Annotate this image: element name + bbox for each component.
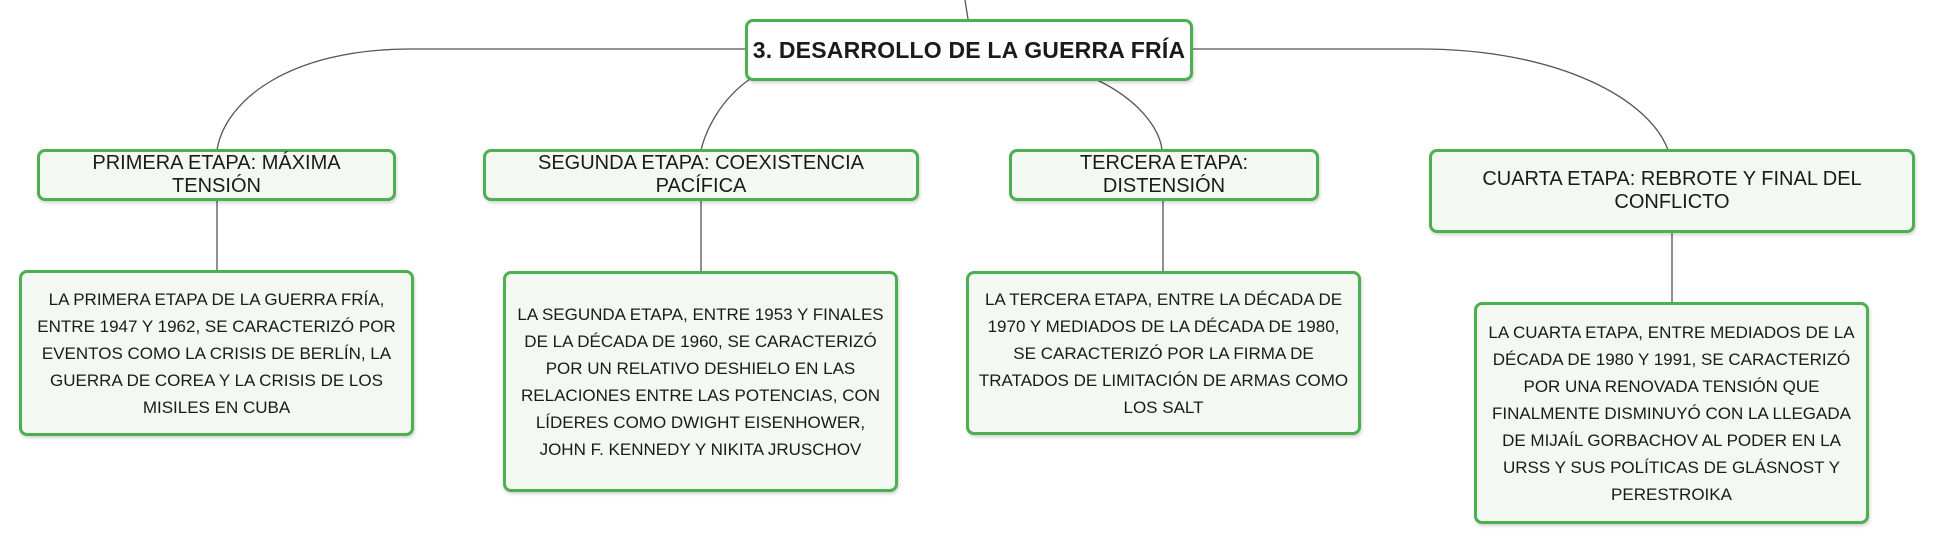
stage-3-description: LA TERCERA ETAPA, ENTRE LA DÉCADA DE 197… <box>978 289 1349 417</box>
stage-2-title: SEGUNDA ETAPA: COEXISTENCIA PACÍFICA <box>538 152 864 197</box>
stage-2-node[interactable]: SEGUNDA ETAPA: COEXISTENCIA PACÍFICA <box>483 149 919 201</box>
root-topic-label: 3. DESARROLLO DE LA GUERRA FRÍA <box>752 36 1186 63</box>
stage-1-title: PRIMERA ETAPA: MÁXIMA TENSIÓN <box>92 152 341 197</box>
stage-4-description-node[interactable]: LA CUARTA ETAPA, ENTRE MEDIADOS DE LA DÉ… <box>1474 302 1869 524</box>
stage-3-description-node[interactable]: LA TERCERA ETAPA, ENTRE LA DÉCADA DE 197… <box>966 271 1361 435</box>
stage-4-description: LA CUARTA ETAPA, ENTRE MEDIADOS DE LA DÉ… <box>1488 322 1855 504</box>
stage-1-description: LA PRIMERA ETAPA DE LA GUERRA FRÍA, ENTR… <box>37 289 396 417</box>
root-topic[interactable]: 3. DESARROLLO DE LA GUERRA FRÍA <box>745 19 1193 81</box>
connector-root-stage-4 <box>1193 48 1669 151</box>
stage-2-description-node[interactable]: LA SEGUNDA ETAPA, ENTRE 1953 Y FINALES D… <box>503 271 898 492</box>
stage-1-node[interactable]: PRIMERA ETAPA: MÁXIMA TENSIÓN <box>37 149 396 201</box>
stage-4-title: CUARTA ETAPA: REBROTE Y FINAL DEL CONFLI… <box>1482 168 1862 213</box>
connector-root-stage-1 <box>216 48 745 151</box>
stage-1-description-node[interactable]: LA PRIMERA ETAPA DE LA GUERRA FRÍA, ENTR… <box>19 270 414 436</box>
stage-4-node[interactable]: CUARTA ETAPA: REBROTE Y FINAL DEL CONFLI… <box>1429 149 1915 233</box>
connector-root-stage-3 <box>1094 78 1163 151</box>
stage-3-node[interactable]: TERCERA ETAPA: DISTENSIÓN <box>1009 149 1319 201</box>
connector-root-stage-2 <box>700 78 751 151</box>
connector-parent-root <box>964 0 969 20</box>
stage-3-title: TERCERA ETAPA: DISTENSIÓN <box>1079 152 1249 197</box>
stage-2-description: LA SEGUNDA ETAPA, ENTRE 1953 Y FINALES D… <box>517 304 884 459</box>
